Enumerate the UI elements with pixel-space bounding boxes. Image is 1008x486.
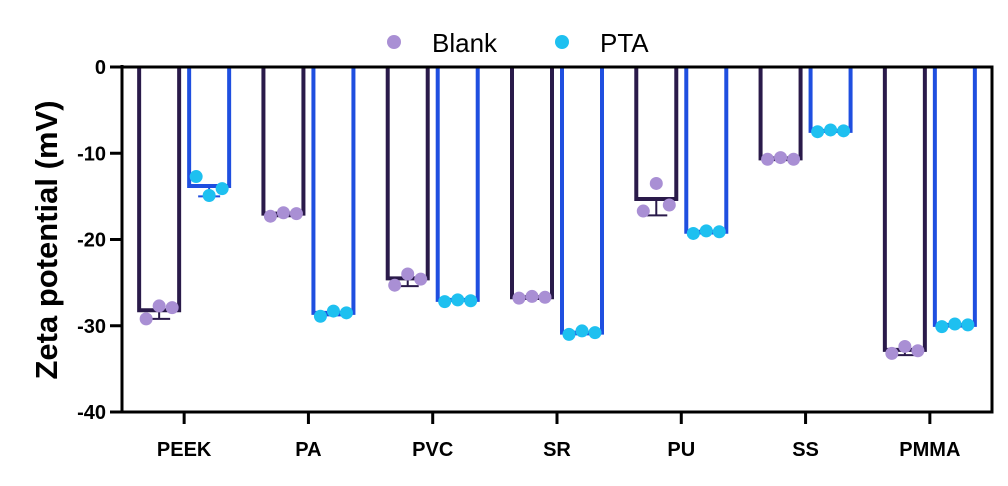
data-point-blank-pa-3 [289, 207, 303, 221]
data-point-pta-pu-3 [712, 225, 726, 239]
legend-label-pta: PTA [600, 28, 649, 58]
y-tick-label-4: -40 [77, 402, 106, 424]
bar-pta-sr [560, 67, 604, 335]
data-point-pta-pu-2 [699, 224, 713, 238]
data-point-blank-pvc-2 [401, 267, 415, 281]
y-axis-label: Zeta potential (mV) [29, 100, 64, 379]
legend: Blank PTA [387, 28, 649, 58]
data-points [139, 123, 975, 360]
data-point-pta-sr-1 [562, 327, 576, 341]
bar-pta-pmma [932, 67, 977, 327]
data-point-pta-pvc-2 [451, 293, 465, 307]
x-tick-label-pvc: PVC [412, 439, 453, 461]
data-point-blank-peek-2 [152, 299, 166, 313]
data-point-blank-pvc-3 [414, 272, 428, 286]
data-point-blank-sr-3 [538, 290, 552, 304]
x-tick-label-pu: PU [667, 439, 695, 461]
bar-pta-pvc [435, 67, 480, 302]
data-point-blank-ss-1 [761, 152, 775, 166]
data-point-blank-pmma-3 [911, 344, 925, 358]
bars [137, 67, 977, 352]
data-point-blank-ss-2 [774, 151, 788, 165]
data-point-pta-pmma-1 [935, 320, 949, 334]
data-point-pta-pa-1 [313, 309, 327, 323]
data-point-blank-pvc-1 [388, 278, 402, 292]
data-point-pta-sr-3 [588, 326, 602, 340]
legend-label-blank: Blank [432, 28, 498, 58]
data-point-blank-pu-2 [649, 176, 663, 190]
bar-pta-pu [684, 67, 729, 234]
bar-pta-pa [311, 67, 356, 315]
data-point-blank-ss-3 [787, 152, 801, 166]
data-point-pta-peek-2 [202, 189, 216, 203]
data-point-pta-pvc-1 [438, 295, 452, 309]
data-point-blank-pu-3 [662, 198, 676, 212]
y-tick-label-0: 0 [95, 57, 106, 79]
data-point-blank-pa-1 [263, 209, 277, 223]
data-point-pta-sr-2 [575, 324, 589, 338]
legend-marker-pta [555, 35, 569, 49]
data-point-pta-pmma-3 [961, 318, 975, 332]
data-point-pta-pvc-3 [464, 294, 478, 308]
data-point-blank-sr-2 [525, 289, 539, 303]
data-point-pta-pa-3 [339, 306, 353, 320]
x-tick-label-ss: SS [792, 439, 819, 461]
bar-pta-peek [187, 67, 232, 189]
x-tick-label-pa: PA [295, 439, 321, 461]
legend-marker-blank [387, 35, 401, 49]
y-ticks: 0 -10 -20 -30 -40 [77, 57, 122, 424]
bar-blank-ss [758, 67, 803, 161]
y-tick-label-2: -20 [77, 230, 106, 252]
y-tick-label-3: -30 [77, 316, 106, 338]
bar-blank-peek [137, 67, 182, 313]
data-point-blank-pa-2 [276, 206, 290, 220]
y-tick-label-1: -10 [77, 143, 106, 165]
data-point-pta-pmma-2 [948, 317, 962, 331]
data-point-pta-ss-3 [837, 124, 851, 138]
data-point-blank-peek-3 [165, 301, 179, 315]
data-point-blank-pu-1 [636, 204, 650, 218]
data-point-pta-ss-1 [811, 125, 825, 139]
bar-blank-pvc [385, 67, 430, 281]
data-point-pta-peek-3 [215, 182, 229, 196]
data-point-pta-peek-1 [189, 170, 203, 184]
axes [120, 65, 994, 424]
data-point-blank-pmma-2 [898, 339, 912, 353]
bar-blank-pmma [882, 67, 927, 352]
bar-pta-ss [808, 67, 853, 133]
data-point-blank-sr-1 [512, 291, 526, 305]
x-tick-label-peek: PEEK [157, 439, 212, 461]
data-point-pta-pa-2 [326, 304, 340, 318]
x-tick-labels: PEEK PA PVC SR PU SS PMMA [157, 439, 961, 461]
data-point-blank-pmma-1 [885, 346, 899, 360]
bar-blank-pa [261, 67, 306, 216]
x-tick-label-pmma: PMMA [899, 439, 960, 461]
data-point-pta-ss-2 [824, 123, 838, 137]
error-bars [148, 130, 966, 357]
x-tick-label-sr: SR [543, 439, 571, 461]
data-point-pta-pu-1 [686, 226, 700, 240]
data-point-blank-peek-1 [139, 312, 153, 326]
bar-blank-sr [510, 67, 554, 300]
